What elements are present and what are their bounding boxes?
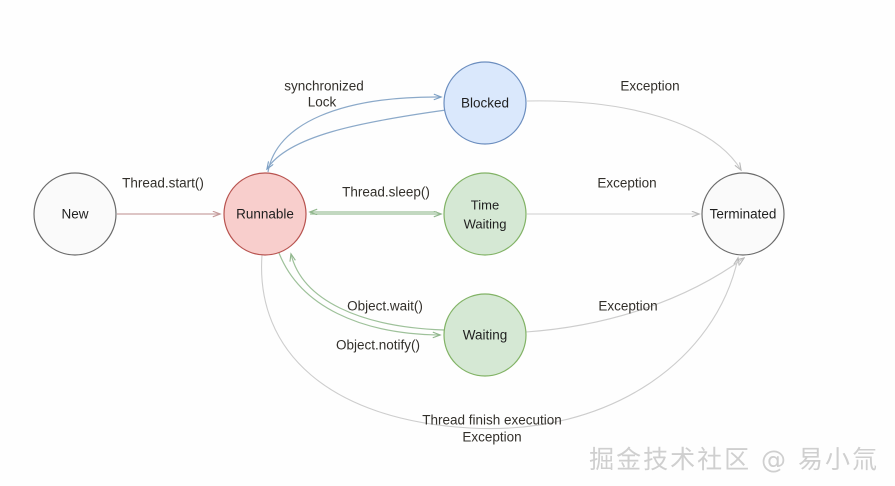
node-blocked-label: Blocked xyxy=(461,96,509,111)
edge-blocked-to-terminated xyxy=(526,100,741,170)
edge-label-thread-sleep: Thread.sleep() xyxy=(342,185,430,200)
edge-label-thread-start: Thread.start() xyxy=(122,176,204,191)
node-new-label: New xyxy=(61,207,88,222)
node-time-waiting-label-line1: Time xyxy=(471,197,499,212)
edge-runnable-to-blocked xyxy=(267,97,441,173)
node-blocked[interactable]: Blocked xyxy=(443,61,527,145)
edge-label-object-notify: Object.notify() xyxy=(336,338,420,353)
edge-blocked-to-runnable xyxy=(267,109,447,169)
node-terminated[interactable]: Terminated xyxy=(701,172,785,256)
node-runnable[interactable]: Runnable xyxy=(223,172,307,256)
edge-label-exception-blocked: Exception xyxy=(620,79,679,94)
node-terminated-label: Terminated xyxy=(710,207,777,222)
edge-runnable-to-waiting xyxy=(278,252,440,335)
edge-label-synchronized: synchronized xyxy=(284,79,364,94)
node-waiting[interactable]: Waiting xyxy=(443,293,527,377)
edge-label-exception-timewaiting: Exception xyxy=(597,176,656,191)
node-new[interactable]: New xyxy=(33,172,117,256)
edge-label-object-wait: Object.wait() xyxy=(347,299,423,314)
watermark: 掘金技术社区 @ 易小氚 xyxy=(589,445,879,474)
edge-label-lock: Lock xyxy=(308,95,337,110)
edge-label-exception-waiting: Exception xyxy=(598,299,657,314)
node-waiting-label: Waiting xyxy=(463,328,508,343)
edge-label-thread-finish: Thread finish execution xyxy=(422,413,562,428)
node-time-waiting[interactable]: Time Waiting xyxy=(443,172,527,256)
edge-label-exception-finish: Exception xyxy=(462,430,521,445)
node-time-waiting-label-line2: Waiting xyxy=(464,216,507,231)
node-runnable-label: Runnable xyxy=(236,207,294,222)
edge-waiting-to-runnable xyxy=(291,254,445,331)
edge-waiting-to-terminated xyxy=(525,258,744,333)
edge-runnable-to-terminated xyxy=(261,254,738,430)
